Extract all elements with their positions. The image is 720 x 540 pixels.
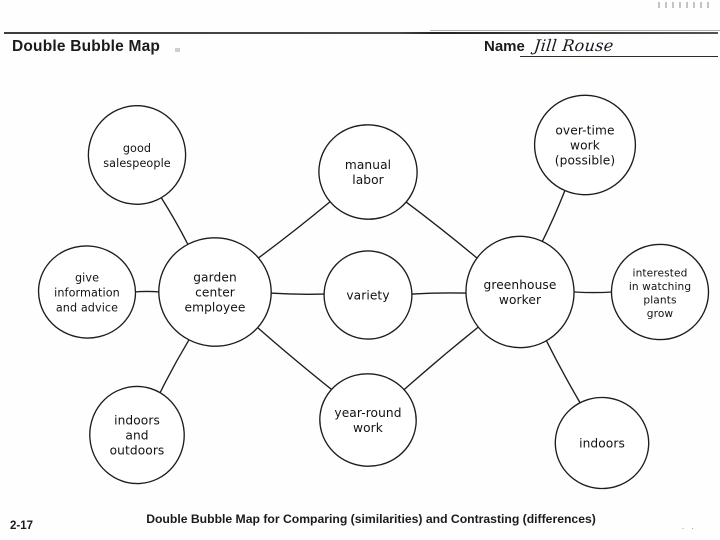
scan-artifact-side (175, 48, 180, 52)
header-rule-secondary (430, 30, 720, 31)
link-greenhouse-worker-to-year-round-work (403, 326, 479, 391)
link-garden-center-employee-to-good-salespeople (160, 196, 189, 245)
link-garden-center-employee-to-variety (269, 292, 325, 295)
header-rule (4, 32, 718, 34)
link-greenhouse-worker-to-manual-labor (405, 201, 478, 259)
link-garden-center-employee-to-year-round-work (256, 326, 333, 391)
bubble-outline (465, 235, 575, 349)
footer-page-number: 2-17 (10, 520, 34, 532)
scan-artifact-top (658, 2, 710, 8)
bubble-outline (323, 250, 413, 340)
bubble-variety[interactable]: variety (323, 250, 413, 340)
bubble-outline (87, 105, 187, 205)
bubble-indoors[interactable]: indoors (552, 395, 651, 492)
bubble-outline (554, 396, 650, 490)
bubble-outline (89, 385, 185, 485)
bubble-label: indoors (579, 437, 625, 451)
page-title: Double Bubble Map (12, 38, 161, 55)
footer-margin-mark: . . (681, 521, 696, 532)
bubble-label: variety (346, 289, 389, 303)
link-greenhouse-worker-to-over-time-work-possible (541, 190, 566, 243)
name-label: Name (484, 38, 525, 55)
footer-caption: Double Bubble Map for Comparing (similar… (146, 512, 596, 526)
link-garden-center-employee-to-indoors-and-outdoors (159, 339, 190, 394)
name-underline (520, 56, 718, 57)
link-greenhouse-worker-to-variety (411, 292, 466, 295)
bubble-outline (610, 243, 710, 341)
bubble-outline (533, 94, 637, 196)
bubble-outline (158, 237, 272, 347)
bubble-outline (318, 124, 418, 220)
link-garden-center-employee-to-manual-labor (257, 200, 331, 259)
bubble-outline (37, 245, 137, 339)
bubble-outline (319, 373, 417, 467)
link-greenhouse-worker-to-indoors (545, 339, 581, 404)
name-field[interactable]: Name Jill Rouse (484, 36, 616, 56)
map-connector-lines (133, 190, 613, 404)
link-garden-center-employee-to-give-information-and-advice (133, 290, 161, 293)
link-greenhouse-worker-to-interested-in-watching-plants-grow (574, 291, 613, 294)
name-value[interactable]: Jill Rouse (532, 36, 615, 55)
